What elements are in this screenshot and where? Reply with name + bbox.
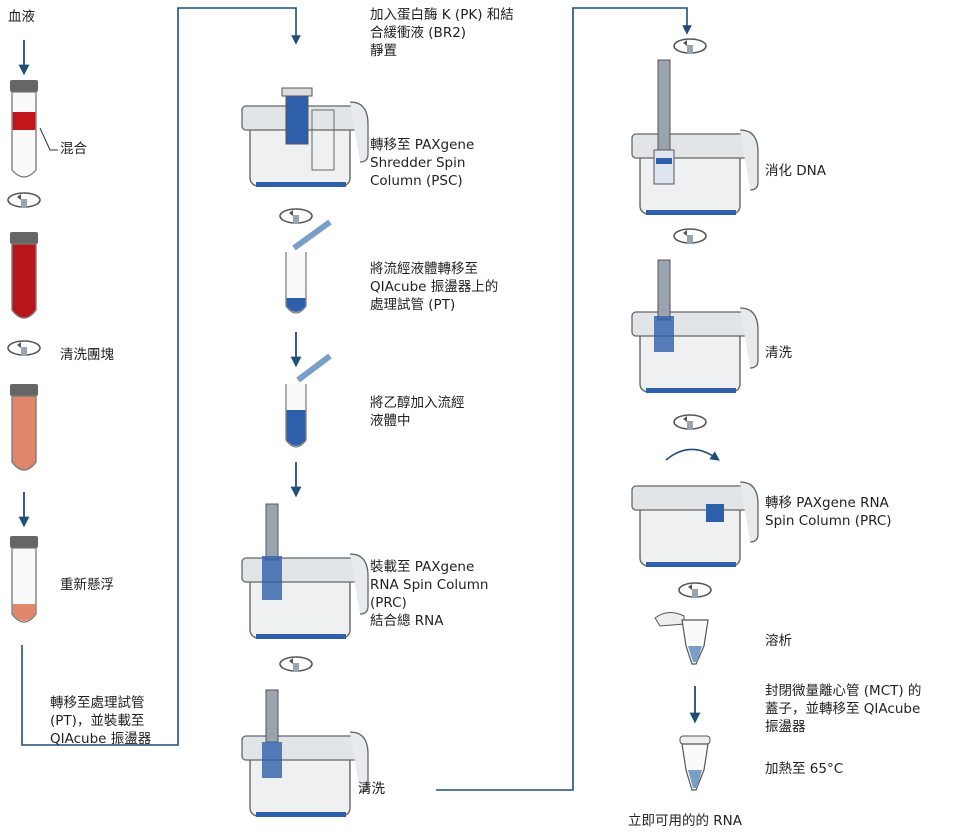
blood-tube-spin — [10, 232, 38, 319]
label-wash-pellet: 清洗團塊 — [60, 347, 114, 363]
label-transfer-prc: 轉移 PAXgene RNA Spin Column (PRC) — [765, 495, 892, 529]
label-add-ethanol: 將乙醇加入流經 液體中 — [370, 395, 465, 429]
column-2 — [241, 7, 692, 818]
column-3 — [631, 38, 759, 791]
rack-transfer-prc — [631, 481, 759, 568]
rack-prc-load — [241, 503, 369, 640]
label-ready-rna: 立即可用的的 RNA — [628, 813, 743, 829]
pt-tube-ethanol — [285, 353, 332, 448]
rack-wash-right — [631, 259, 759, 394]
rack-prc-wash — [241, 689, 369, 818]
label-transfer-flow: 將流經液體轉移至 QIAcube 振盪器上的 處理試管 (PT) — [370, 261, 499, 313]
label-digest: 消化 DNA — [765, 163, 827, 179]
label-elute: 溶析 — [765, 633, 792, 649]
label-resuspend: 重新懸浮 — [60, 577, 114, 593]
mct-open — [654, 612, 709, 665]
blood-tube-mix — [10, 80, 38, 178]
label-transfer-pt: 轉移至處理試管 (PT)，並裝載至 QIAcube 振盪器 — [50, 695, 152, 747]
tube-resuspend — [10, 536, 38, 623]
label-wash-mid: 清洗 — [358, 781, 385, 797]
label-mix: 混合 — [60, 141, 87, 157]
label-close-mct: 封閉微量離心管 (MCT) 的 蓋子，並轉移至 QIAcube 振盪器 — [765, 683, 922, 735]
label-heat: 加熱至 65°C — [765, 761, 844, 777]
label-add-pk: 加入蛋白酶 K (PK) 和結 合緩衝液 (BR2) 靜置 — [370, 7, 514, 59]
pt-tube-transfer — [285, 219, 332, 314]
label-transfer-psc: 轉移至 PAXgene Shredder Spin Column (PSC) — [370, 137, 475, 189]
label-blood: 血液 — [8, 9, 35, 25]
rack-psc — [241, 87, 369, 188]
label-load-prc: 裝載至 PAXgene RNA Spin Column (PRC) 結合總 RN… — [370, 559, 489, 629]
tube-wash-pellet — [10, 384, 38, 471]
column-1 — [7, 7, 301, 746]
label-wash-right: 清洗 — [765, 345, 792, 361]
mct-closed — [679, 735, 711, 791]
rack-digest — [631, 59, 759, 216]
